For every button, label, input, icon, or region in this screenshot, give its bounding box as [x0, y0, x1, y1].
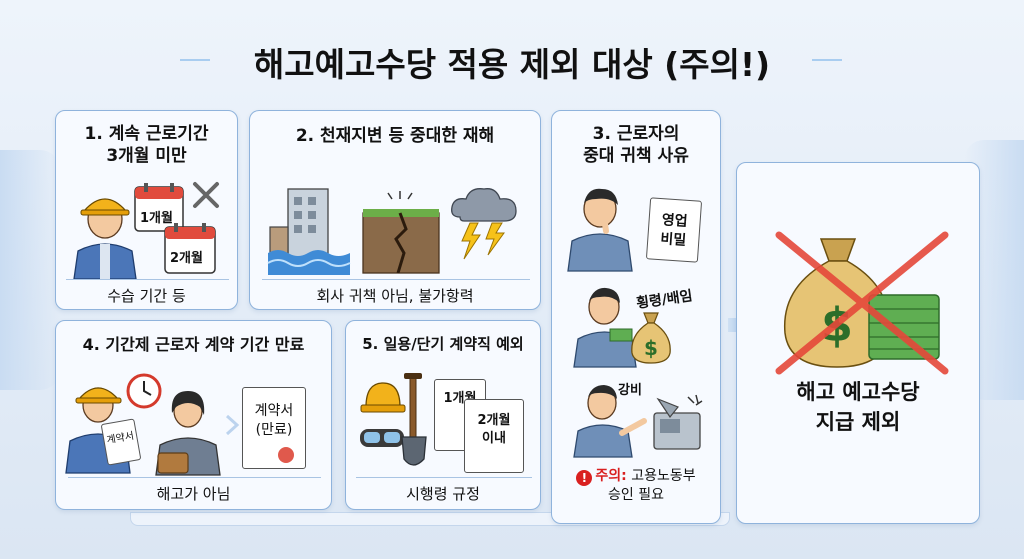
background-glow-left — [0, 150, 60, 390]
two-month-document-line1: 2개월 — [477, 413, 511, 428]
flooded-building-icon — [267, 188, 351, 275]
worker-helmet-icon — [73, 198, 137, 280]
cross-icon — [193, 182, 219, 208]
warning-icon: ! — [576, 470, 593, 486]
card-fixed-term-divider — [68, 477, 321, 478]
card-daily-short-term-divider — [356, 477, 532, 478]
card-disaster: 2. 천재지변 등 중대한 재해 회사 귀책 아님, 불가항력 — [249, 110, 541, 310]
result-text-line2: 지급 제외 — [815, 410, 901, 435]
card-fixed-term: 4. 기간제 근로자 계약 기간 만료 계약서 계약서 (만료) 해고가 아님 — [55, 320, 332, 510]
approval-warning: !주의: 고용노동부 승인 필요 — [552, 467, 720, 505]
warning-text-line1: 고용노동부 — [631, 468, 696, 484]
page-title: 해고예고수당 적용 제외 대상 (주의!) — [253, 45, 771, 84]
seal-stamp-icon — [278, 447, 294, 463]
shovel-icon — [401, 373, 427, 466]
card-fixed-term-caption: 해고가 아님 — [156, 485, 231, 503]
card-misconduct: 3. 근로자의 중대 귀책 사유 영업 비밀 $ 횡령/배임 강비 !주의 — [551, 110, 721, 524]
embezzle-worker-icon — [573, 287, 637, 368]
card-probation-title: 1. 계속 근로기간 3개월 미만 — [56, 123, 237, 167]
violence-label: 강비 — [618, 383, 642, 398]
broken-machine-icon — [653, 394, 703, 450]
warning-text-line2: 승인 필요 — [608, 487, 664, 503]
clock-icon — [126, 373, 162, 409]
card-disaster-caption: 회사 귀책 아님, 불가항력 — [316, 287, 474, 305]
hard-hat-icon — [360, 382, 406, 413]
card-misconduct-title-line1: 3. 근로자의 — [592, 124, 680, 144]
card-probation-title-line1: 1. 계속 근로기간 — [84, 124, 209, 144]
calendar-label-1: 1개월 — [140, 211, 173, 226]
svg-text:$: $ — [644, 336, 658, 360]
secret-document-line2: 비밀 — [659, 230, 687, 249]
result-text: 해고 예고수당 지급 제외 — [737, 377, 979, 438]
earthquake-crack-icon — [362, 191, 440, 274]
calendar-icon-2 — [164, 223, 216, 274]
expired-contract-line2: (만료) — [255, 421, 293, 438]
card-daily-short-term-title: 5. 일용/단기 계약직 예외 — [362, 335, 524, 353]
secret-document: 영업 비밀 — [645, 197, 703, 263]
card-result: $ 해고 예고수당 지급 제외 — [736, 162, 980, 524]
card-probation-title-line2: 3개월 미만 — [106, 146, 187, 167]
card-probation-caption: 수습 기간 등 — [107, 287, 186, 305]
money-bag-crossed-icon: $ — [775, 231, 949, 375]
expired-contract-document: 계약서 (만료) — [242, 387, 306, 469]
card-probation-divider — [66, 279, 229, 280]
title-line-left — [180, 59, 210, 61]
card-fixed-term-title: 4. 기간제 근로자 계약 기간 만료 — [82, 335, 305, 354]
result-text-line1: 해고 예고수당 — [796, 380, 920, 404]
calendar-icon-1 — [134, 183, 184, 232]
card-misconduct-title: 3. 근로자의 중대 귀책 사유 — [552, 123, 720, 167]
card-disaster-divider — [262, 279, 530, 280]
held-contract-document: 계약서 — [100, 418, 142, 466]
two-month-document-line2: 이내 — [482, 430, 506, 446]
two-month-document: 2개월 이내 — [464, 399, 524, 473]
card-probation: 1. 계속 근로기간 3개월 미만 1개월 2개월 수습 기간 등 — [55, 110, 238, 310]
chevron-right-icon — [225, 414, 240, 436]
embezzle-label: 횡령/배임 — [635, 288, 694, 312]
safety-goggles-icon — [360, 429, 404, 447]
warning-label: 주의: — [595, 468, 627, 484]
title-line-right — [812, 59, 842, 61]
card-daily-short-term-caption: 시행령 규정 — [406, 485, 480, 503]
calendar-label-2: 2개월 — [170, 251, 203, 266]
card-disaster-title: 2. 천재지변 등 중대한 재해 — [295, 126, 495, 146]
office-worker-icon — [155, 391, 221, 476]
storm-cloud-icon — [451, 188, 517, 260]
card-daily-short-term: 5. 일용/단기 계약직 예외 1개월 2개월 이내 시행령 규정 — [345, 320, 541, 510]
money-bag-small-icon: $ — [631, 312, 671, 364]
card-misconduct-title-line2: 중대 귀책 사유 — [583, 146, 689, 167]
expired-contract-line1: 계약서 — [254, 403, 294, 419]
secret-worker-icon — [567, 188, 633, 272]
violence-worker-icon — [573, 385, 647, 458]
